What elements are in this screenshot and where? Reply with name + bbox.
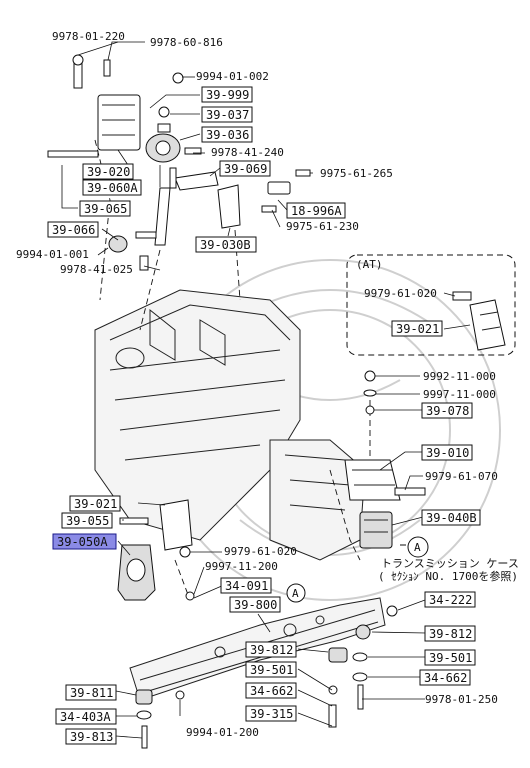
- part-box-39-021: 39-021: [69, 495, 121, 512]
- part-box-39-050A-highlighted: 39-050A: [52, 533, 117, 550]
- svg-text:39-010: 39-010: [426, 446, 469, 460]
- part-box-39-800: 39-800: [229, 596, 281, 613]
- part-box-39-315: 39-315: [245, 705, 297, 722]
- svg-text:39-069: 39-069: [224, 162, 267, 176]
- part-box-34-222: 34-222: [424, 591, 476, 608]
- part-box-39-065: 39-065: [79, 200, 131, 217]
- svg-text:39-065: 39-065: [84, 202, 127, 216]
- part-label-9992-11-000: 9992-11-000: [423, 370, 496, 383]
- at-inset: (AT): [346, 254, 516, 356]
- part-box-39-040B: 39-040B: [421, 509, 481, 526]
- part-label-9997-11-000: 9997-11-000: [423, 388, 496, 401]
- svg-text:39-050A: 39-050A: [57, 535, 108, 549]
- svg-text:39-501: 39-501: [250, 663, 293, 677]
- right-mount-parts: A: [344, 370, 429, 558]
- part-label-9979-61-020-at: 9979-61-020: [364, 287, 437, 300]
- part-label-9978-41-025: 9978-41-025: [60, 263, 133, 276]
- part-box-39-030B: 39-030B: [195, 236, 257, 253]
- svg-text:39-040B: 39-040B: [426, 511, 477, 525]
- part-label-9978-41-240: 9978-41-240: [211, 146, 284, 159]
- boxed-part-labels: 39-999 39-037 39-036 39-020 39-060A 39-0…: [47, 86, 481, 745]
- svg-text:39-060A: 39-060A: [87, 181, 138, 195]
- svg-text:34-222: 34-222: [429, 593, 472, 607]
- part-box-39-066: 39-066: [47, 221, 99, 238]
- part-label-9979-61-070: 9979-61-070: [425, 470, 498, 483]
- part-box-39-811: 39-811: [65, 684, 117, 701]
- callout-a-center: A: [292, 587, 299, 600]
- part-box-39-501: 39-501: [245, 661, 297, 678]
- part-box-39-010: 39-010: [421, 444, 473, 461]
- svg-text:18-996A: 18-996A: [291, 204, 342, 218]
- part-box-39-069: 39-069: [219, 160, 271, 177]
- svg-text:34-662: 34-662: [424, 671, 467, 685]
- part-box-39-078: 39-078: [421, 402, 473, 419]
- part-box-39-036: 39-036: [201, 126, 253, 143]
- part-label-9978-60-816: 9978-60-816: [150, 36, 223, 49]
- part-box-39-999: 39-999: [201, 86, 253, 103]
- part-label-9994-01-002: 9994-01-002: [196, 70, 269, 83]
- svg-text:39-315: 39-315: [250, 707, 293, 721]
- part-box-39-813: 39-813: [65, 728, 117, 745]
- svg-text:39-999: 39-999: [206, 88, 249, 102]
- note-line-2: ( ｾｸｼｮﾝ NO. 1700を参照): [378, 569, 518, 583]
- part-box-39-055: 39-055: [61, 512, 113, 529]
- part-box-34-403A: 34-403A: [55, 708, 117, 725]
- part-box-18-996A: 18-996A: [286, 202, 346, 219]
- part-label-9975-61-265: 9975-61-265: [320, 167, 393, 180]
- part-box-39-501-right: 39-501: [424, 649, 476, 666]
- callout-a-right: A: [414, 541, 421, 554]
- note-line-1: トランスミッション ケース: [381, 557, 519, 570]
- part-box-34-662-right: 34-662: [419, 669, 471, 686]
- svg-text:39-021: 39-021: [396, 322, 439, 336]
- left-mount-parts: [117, 499, 195, 601]
- svg-text:39-812: 39-812: [429, 627, 472, 641]
- part-box-39-037: 39-037: [201, 106, 253, 123]
- svg-text:39-066: 39-066: [52, 223, 95, 237]
- svg-text:39-078: 39-078: [426, 404, 469, 418]
- part-box-39-812: 39-812: [245, 641, 297, 658]
- part-box-34-091: 34-091: [220, 577, 272, 594]
- svg-text:39-501: 39-501: [429, 651, 472, 665]
- svg-text:39-037: 39-037: [206, 108, 249, 122]
- part-box-39-021-at: 39-021: [391, 320, 443, 337]
- svg-text:39-813: 39-813: [70, 730, 113, 744]
- part-box-34-662: 34-662: [245, 682, 297, 699]
- part-label-9979-61-020: 9979-61-020: [224, 545, 297, 558]
- engine-block: [94, 289, 366, 561]
- upper-mount-parts: [47, 54, 311, 271]
- svg-text:39-811: 39-811: [70, 686, 113, 700]
- part-label-9997-11-200: 9997-11-200: [205, 560, 278, 573]
- svg-text:39-036: 39-036: [206, 128, 249, 142]
- part-box-39-020: 39-020: [82, 163, 134, 180]
- svg-text:39-800: 39-800: [234, 598, 277, 612]
- svg-text:39-021: 39-021: [74, 497, 117, 511]
- svg-text:39-020: 39-020: [87, 165, 130, 179]
- svg-text:34-403A: 34-403A: [60, 710, 111, 724]
- part-label-9975-61-230: 9975-61-230: [286, 220, 359, 233]
- part-label-9994-01-001: 9994-01-001: [16, 248, 89, 261]
- part-label-9978-01-250: 9978-01-250: [425, 693, 498, 706]
- leader-lines: [61, 41, 471, 739]
- svg-text:39-030B: 39-030B: [200, 238, 251, 252]
- svg-text:34-091: 34-091: [225, 579, 268, 593]
- svg-text:39-812: 39-812: [250, 643, 293, 657]
- svg-text:34-662: 34-662: [250, 684, 293, 698]
- part-label-9994-01-200: 9994-01-200: [186, 726, 259, 739]
- part-box-39-060A: 39-060A: [82, 179, 142, 196]
- part-box-39-812-right: 39-812: [424, 625, 476, 642]
- at-label: (AT): [356, 258, 383, 271]
- part-number-labels: 9978-01-220 9978-60-816 9994-01-002 9978…: [16, 30, 519, 739]
- part-label-9978-01-220: 9978-01-220: [52, 30, 125, 43]
- svg-text:39-055: 39-055: [66, 514, 109, 528]
